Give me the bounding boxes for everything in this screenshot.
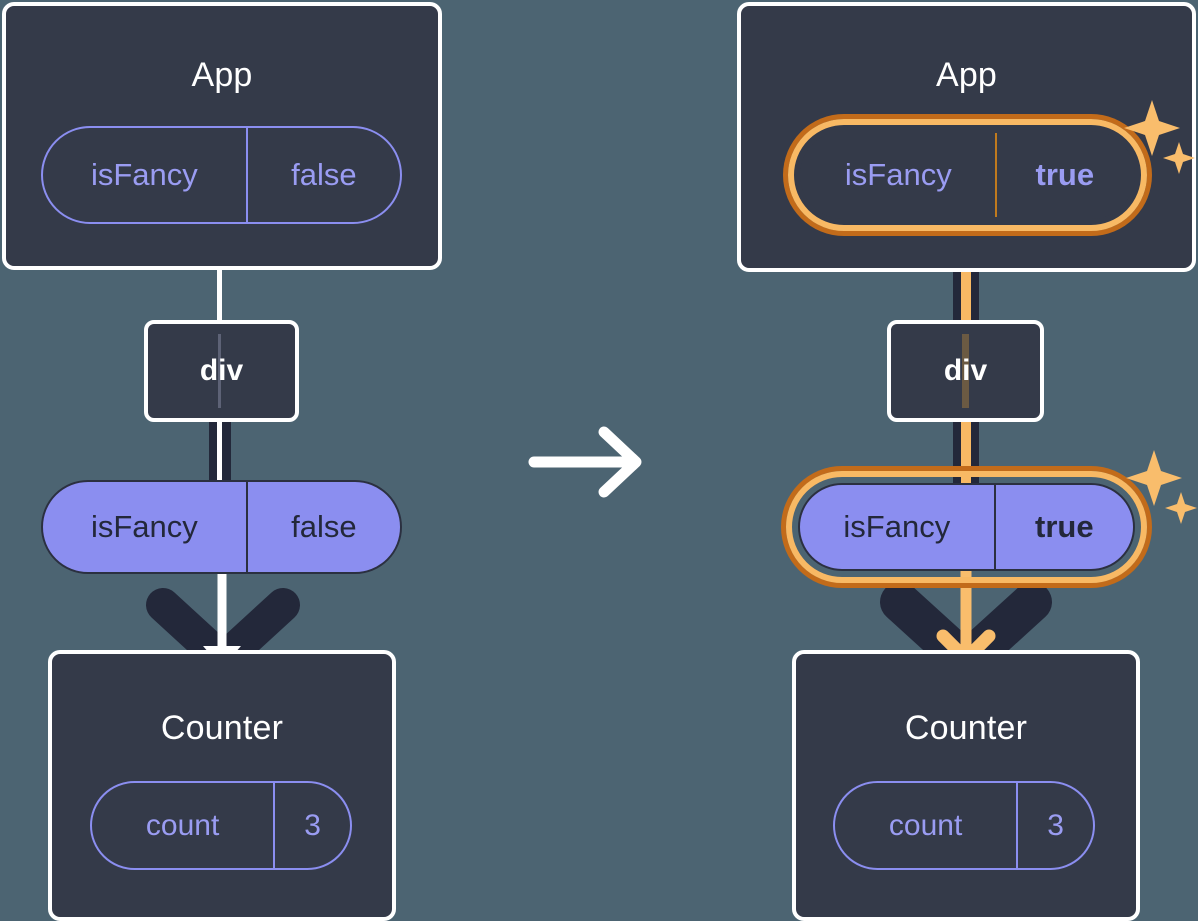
before-app-state-value: false [245,128,400,222]
before-counter-title: Counter [160,709,284,747]
before-rail-core-div-to-prop [217,419,222,485]
after-counter-title: Counter [904,709,1028,747]
after-app-state-pill[interactable]: isFancy true [800,131,1135,219]
after-counter-state-key: count [888,808,963,842]
before-app-state-pill[interactable]: isFancy false [41,126,402,224]
after-app-state-key: isFancy [844,157,952,192]
after-div-label: div [943,354,988,387]
before-counter-state-value: 3 [273,783,350,868]
after-app-state-value: true [994,133,1133,217]
after-counter-state-value: 3 [1016,783,1093,868]
before-prop-value: false [245,482,400,572]
before-div-box[interactable] [144,320,299,422]
after-app-title: App [935,56,998,94]
after-div-passthrough-line [962,334,969,408]
after-counter-state-pill[interactable]: count 3 [833,781,1095,870]
after-prop-value: true [993,485,1133,569]
before-prop-key: isFancy [90,509,198,544]
transition-arrow-right-icon [528,426,642,498]
after-prop-pill[interactable]: isFancy true [798,483,1135,571]
before-counter-state-pill[interactable]: count 3 [90,781,352,870]
after-prop-key: isFancy [843,509,951,544]
before-connector-app-to-div [217,268,222,322]
after-prop-sparkles-icon [1126,450,1197,524]
before-counter-state-key: count [145,808,220,842]
after-app-sparkles-icon [1124,100,1195,174]
before-div-passthrough-line [218,334,221,408]
before-div-label: div [199,354,244,387]
before-app-state-key: isFancy [90,157,198,192]
before-prop-pill[interactable]: isFancy false [41,480,402,574]
before-app-title: App [191,56,253,94]
